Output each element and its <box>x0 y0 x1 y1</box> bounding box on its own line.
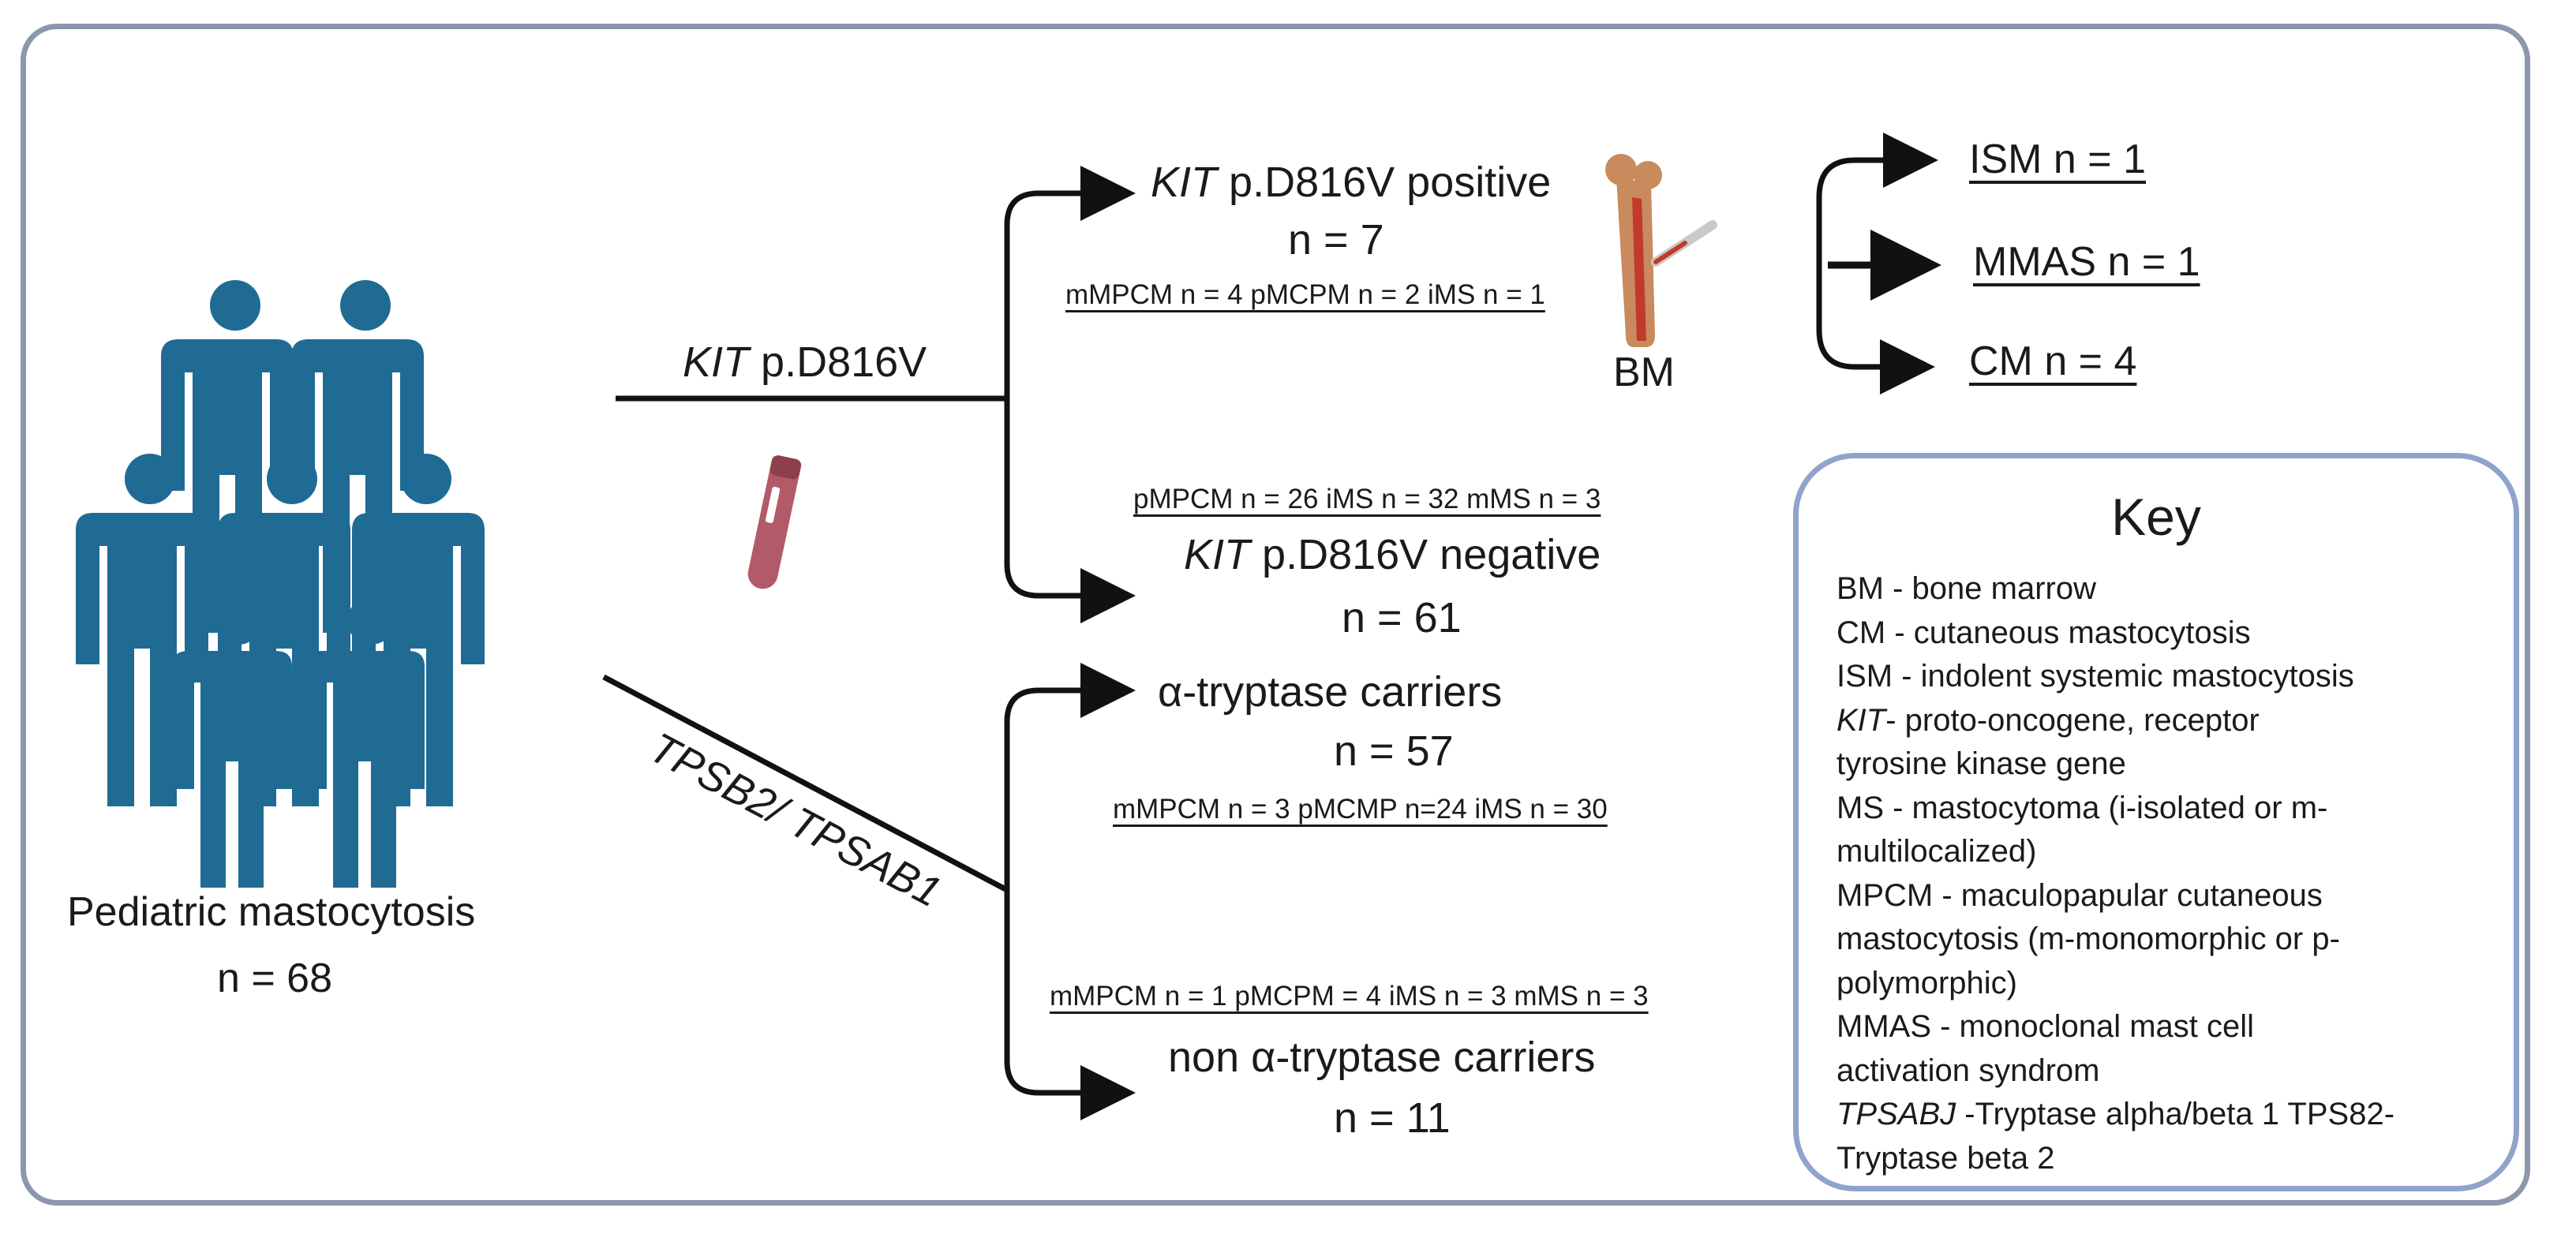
arrow-to-alpha-carriers <box>1004 663 1136 890</box>
key-lines: BM - bone marrow CM - cutaneous mastocyt… <box>1837 567 2498 1180</box>
arrow-to-cm <box>1816 157 1935 395</box>
blood-tube-icon <box>747 455 802 589</box>
kit-mutation-label: p.D816V <box>761 338 927 386</box>
key-line: MMAS - monoclonal mast cell <box>1837 1009 2255 1044</box>
kit-positive-count: n = 7 <box>1288 216 1384 264</box>
key-line: KIT- proto-oncogene, receptor <box>1837 702 2260 738</box>
key-line: BM - bone marrow <box>1837 571 2096 606</box>
key-line: MS - mastocytoma (i-isolated or m- <box>1837 790 2328 825</box>
kit-gene-label: KIT <box>683 338 750 386</box>
key-line: tyrosine kinase gene <box>1837 746 2126 781</box>
kit-positive-gene: KIT <box>1151 159 1218 206</box>
key-line: mastocytosis (m-monomorphic or p- <box>1837 922 2340 956</box>
kit-positive-breakdown: mMPCM n = 4 pMCPM n = 2 iMS n = 1 <box>1065 279 1545 310</box>
key-line: polymorphic) <box>1837 965 2017 1000</box>
key-line: multilocalized) <box>1837 834 2037 869</box>
alpha-carriers-breakdown: mMPCM n = 3 pMCMP n=24 iMS n = 30 <box>1113 794 1608 825</box>
key-line: TPSABJ -Tryptase alpha/beta 1 TPS82- <box>1837 1097 2395 1131</box>
key-line: MPCM - maculopapular cutaneous <box>1837 877 2323 913</box>
tpsb-branch-line <box>602 674 1009 893</box>
non-alpha-carriers-breakdown: mMPCM n = 1 pMCPM = 4 iMS n = 3 mMS n = … <box>1050 981 1649 1012</box>
alpha-carriers-label: α-tryptase carriers <box>1158 668 1503 716</box>
result-cm: CM n = 4 <box>1969 338 2137 384</box>
kit-negative-breakdown: pMPCM n = 26 iMS n = 32 mMS n = 3 <box>1133 484 1601 514</box>
arrow-to-kit-negative <box>1004 398 1136 623</box>
bone-marrow-icon <box>1605 154 1717 347</box>
kit-positive-label: KIT p.D816V positive <box>1151 161 1551 204</box>
result-ism: ISM n = 1 <box>1969 136 2146 182</box>
kit-negative-count: n = 61 <box>1342 594 1462 641</box>
population-count: n = 68 <box>217 955 333 1001</box>
key-line: Tryptase beta 2 <box>1837 1140 2055 1176</box>
arrow-to-non-alpha-carriers <box>1004 890 1136 1120</box>
key-line: CM - cutaneous mastocytosis <box>1837 615 2251 650</box>
kit-branch-label: KIT p.D816V <box>683 341 927 383</box>
population-label: Pediatric mastocytosis <box>67 889 476 935</box>
people-group-icon <box>76 280 485 888</box>
kit-negative-gene: KIT <box>1184 531 1251 578</box>
result-mmas: MMAS n = 1 <box>1973 239 2200 285</box>
non-alpha-carriers-count: n = 11 <box>1334 1094 1451 1142</box>
key-title: Key <box>2111 488 2201 546</box>
key-line: ISM - indolent systemic mastocytosis <box>1837 659 2354 694</box>
key-line: activation syndrom <box>1837 1053 2100 1088</box>
kit-negative-label: KIT p.D816V negative <box>1184 533 1601 576</box>
bone-marrow-label: BM <box>1613 350 1675 395</box>
kit-negative-text: p.D816V negative <box>1262 531 1601 578</box>
key-box: Key BM - bone marrow CM - cutaneous mast… <box>1793 453 2519 1191</box>
non-alpha-carriers-label: non α-tryptase carriers <box>1168 1034 1596 1081</box>
kit-positive-text: p.D816V positive <box>1229 159 1552 206</box>
arrow-to-kit-positive <box>1004 166 1136 398</box>
alpha-carriers-count: n = 57 <box>1334 727 1454 775</box>
